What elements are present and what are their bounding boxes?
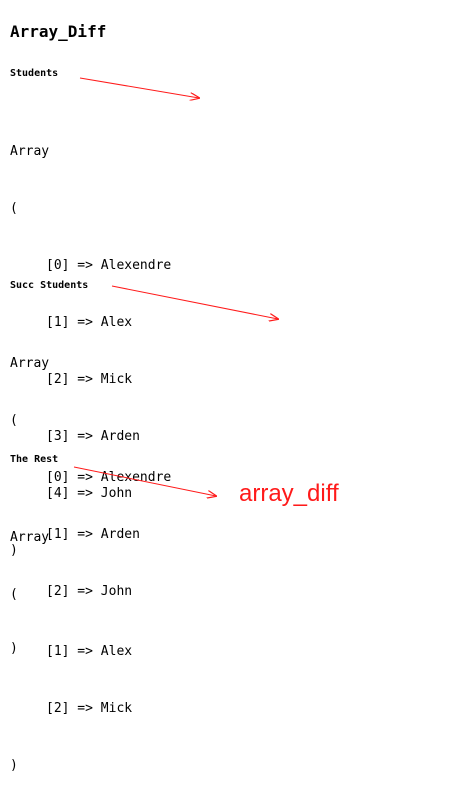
arrow-to-the-rest [73, 466, 216, 496]
array-item: [4] => John [46, 486, 133, 501]
annotation-label: array_diff [239, 480, 339, 507]
array-close-paren: ) [10, 543, 18, 558]
annotation-arrows [73, 77, 474, 594]
section-heading-succ-students: Succ Students [10, 280, 89, 291]
section-heading-students: Students [10, 68, 59, 79]
array-item: [1] => Alex [46, 315, 133, 330]
array-close-paren: ) [10, 758, 18, 773]
array-label: Array [10, 530, 50, 545]
array-label: Array [10, 356, 50, 371]
arrow-to-students [79, 77, 199, 98]
array-item: [2] => Mick [46, 372, 133, 387]
page-title: Array_Diff [10, 22, 107, 41]
array-item: [0] => Alexendre [46, 470, 172, 485]
array-open-paren: ( [10, 201, 18, 216]
arrow-to-succ-students [111, 285, 278, 319]
array-open-paren: ( [10, 413, 18, 428]
array-item: [3] => Arden [46, 429, 140, 444]
array-item: [0] => Alexendre [46, 258, 172, 273]
array-item: [1] => Alex [46, 644, 133, 659]
section-heading-the-rest: The Rest [10, 454, 59, 465]
array-item: [2] => Mick [46, 701, 133, 716]
array-label: Array [10, 144, 50, 159]
array-output-students: Array ( [0] => Alexendre [1] => Alex [2]… [10, 104, 171, 579]
array-item: [1] => Arden [46, 527, 140, 542]
